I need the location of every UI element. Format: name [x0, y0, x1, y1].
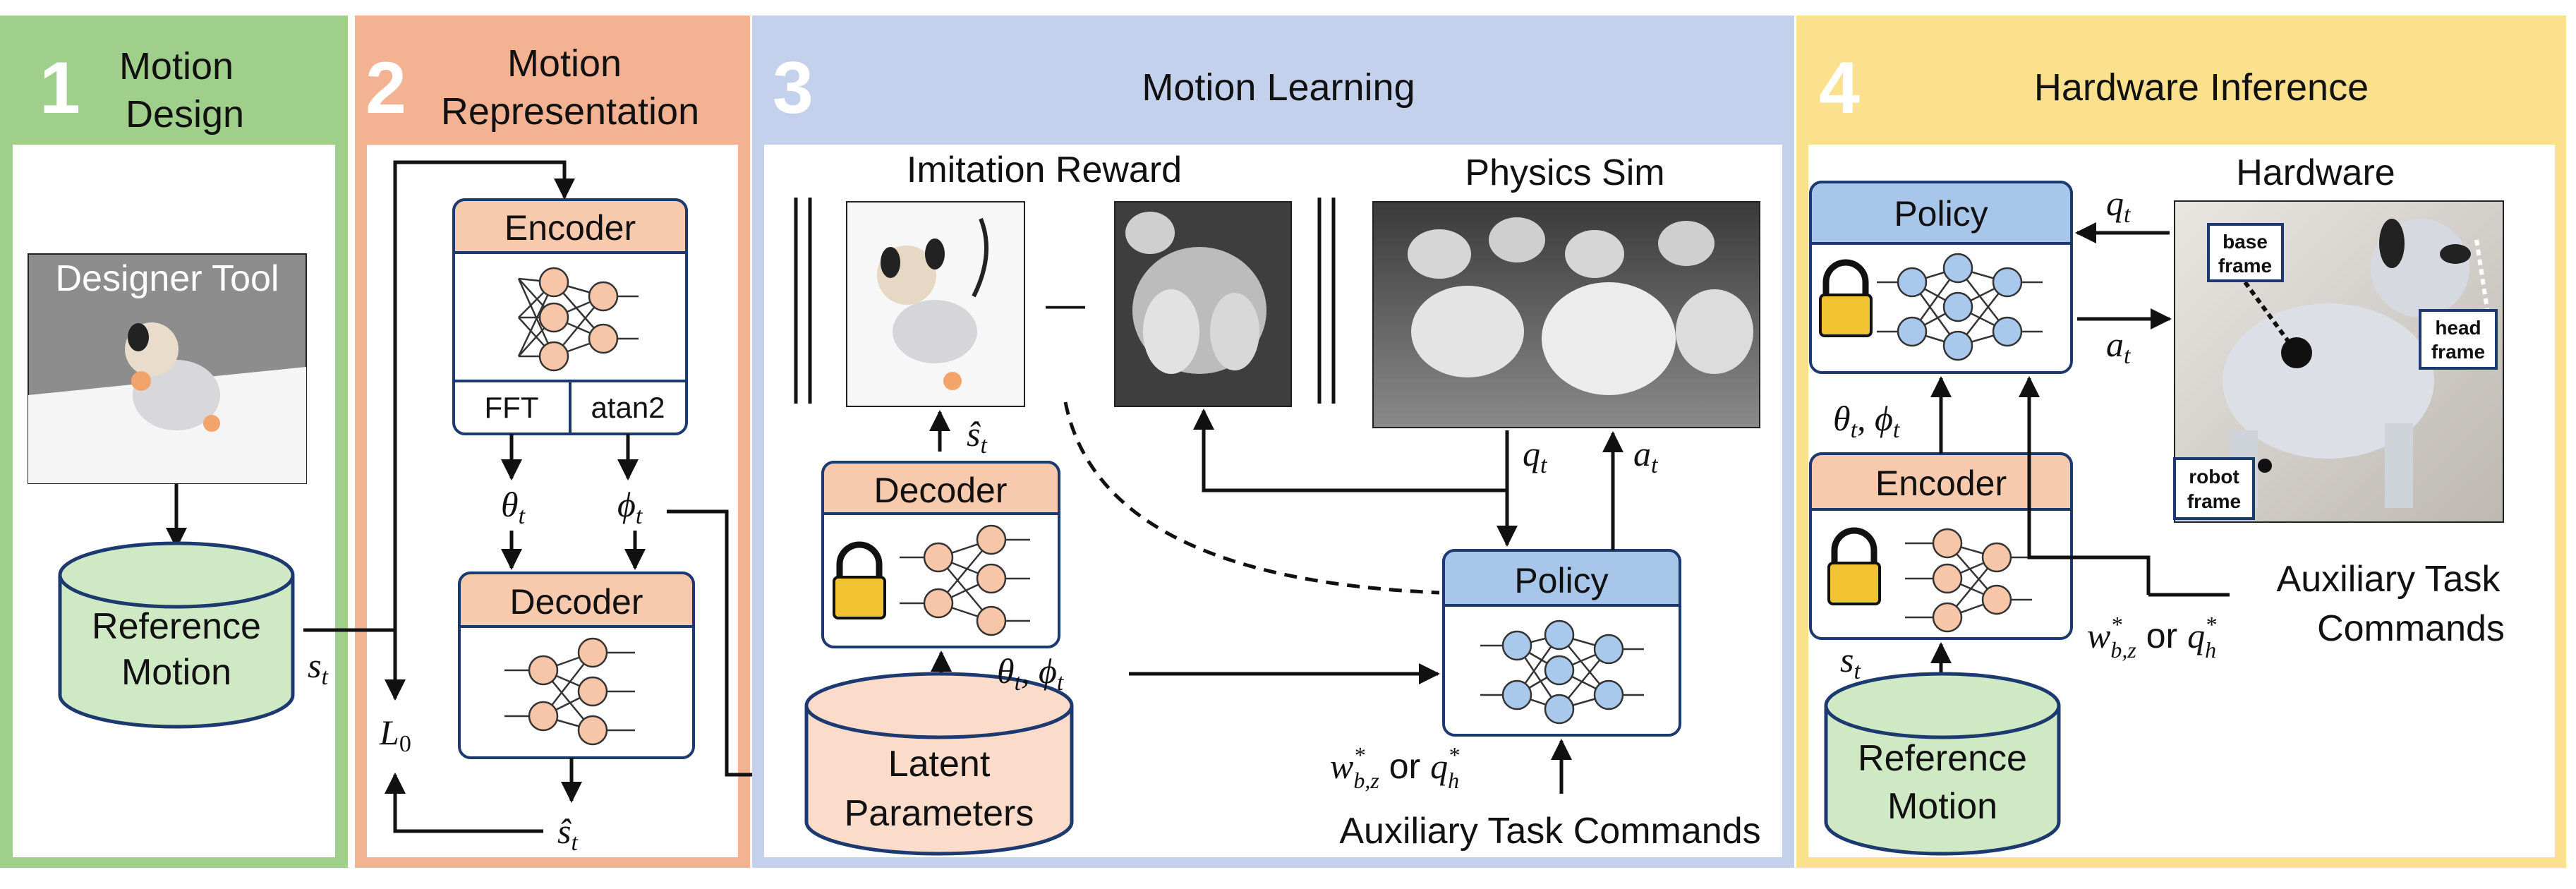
- encoder-network-icon-p4: [1905, 528, 2032, 633]
- panel-number-4: 4: [1819, 47, 1860, 129]
- designer-tool-label: Designer Tool: [55, 258, 279, 299]
- hardware-label: Hardware: [2236, 152, 2395, 193]
- reference-motion-database: Reference Motion: [58, 541, 295, 729]
- panel-number-1: 1: [40, 47, 80, 129]
- head-frame-tag: head frame: [2419, 309, 2498, 370]
- theta-phi-label-p4: θt, ϕt: [1833, 399, 1901, 443]
- latent-parameters-database: Latent Parameters: [804, 672, 1074, 856]
- q-t-label-p4: qt: [2106, 183, 2131, 228]
- svg-text:base: base: [2223, 231, 2268, 253]
- theta-phi-label-p3: θt, ϕt: [997, 651, 1065, 696]
- fft-label: FFT: [485, 391, 539, 424]
- aux-commands-p4-line1: Auxiliary Task: [2277, 559, 2501, 600]
- a-t-label-p3: at: [1633, 434, 1659, 478]
- decoder-block-panel2: Decoder: [458, 572, 695, 759]
- hardware-robot-image: base frame head frame robot frame: [2173, 200, 2504, 523]
- panel-motion-representation: 2 Motion Representation Encoder FFT atan…: [303, 16, 805, 868]
- panel-number-3: 3: [773, 47, 814, 129]
- reference-motion-label-1: Reference: [92, 606, 261, 647]
- panel-title-4: Hardware Inference: [2034, 66, 2369, 109]
- phi-t-label: ϕt: [617, 485, 643, 529]
- policy-network-icon-p4: [1877, 253, 2043, 361]
- reference-render-image: [846, 201, 1025, 407]
- decoder-label-p3: Decoder: [874, 471, 1008, 510]
- svg-text:frame: frame: [2218, 255, 2272, 277]
- encoder-network-icon: [517, 267, 639, 372]
- aux-commands-p4-line2: Commands: [2317, 608, 2505, 649]
- sim-render-image: [1114, 201, 1292, 407]
- theta-t-label: θt: [501, 485, 526, 529]
- panel-motion-design: 1 Motion Design Designer Tool Reference …: [0, 16, 348, 868]
- latent-label-1: Latent: [888, 744, 991, 785]
- panel-title-1b: Design: [126, 93, 244, 135]
- svg-text:robot: robot: [2189, 466, 2239, 488]
- svg-text:head: head: [2435, 317, 2481, 339]
- command-symbols-p4: w*b,z or q*h: [2087, 612, 2216, 663]
- physics-sim-image: [1372, 201, 1760, 428]
- decoder-network-icon-p2: [504, 637, 635, 746]
- panel-number-2: 2: [365, 47, 406, 129]
- command-symbols-p3: w*b,z or q*h: [1330, 742, 1459, 793]
- panel-hardware-inference: 4 Hardware Inference Hardware Policy: [1796, 16, 2566, 868]
- minus-label: —: [1046, 282, 1085, 326]
- s-t-label: st: [308, 646, 329, 690]
- base-frame-tag: base frame: [2207, 223, 2284, 282]
- lock-icon-p4-encoder: [1827, 527, 1881, 605]
- policy-label-p4: Policy: [1894, 194, 1988, 234]
- s-hat-t-label-p3: ŝt: [967, 414, 988, 459]
- designer-tool-image: Designer Tool: [28, 253, 307, 484]
- svg-text:frame: frame: [2187, 490, 2241, 512]
- a-t-label-p4: at: [2106, 325, 2131, 369]
- encoder-block-panel4: Encoder: [1809, 452, 2073, 640]
- panel-title-2b: Representation: [441, 90, 699, 133]
- panel-title-1a: Motion: [119, 45, 234, 87]
- panel-title-2a: Motion: [507, 42, 622, 85]
- decoder-label-p2: Decoder: [510, 582, 643, 622]
- robot-frame-tag: robot frame: [2173, 457, 2255, 520]
- policy-label-p3: Policy: [1514, 561, 1608, 600]
- panel-title-3: Motion Learning: [1142, 66, 1415, 109]
- reference-motion-label-2: Motion: [121, 652, 231, 693]
- reference-motion-database-p4: Reference Motion: [1824, 672, 2061, 856]
- atan2-label: atan2: [591, 391, 665, 424]
- encoder-label: Encoder: [504, 208, 636, 248]
- norm-bars-right: [1317, 198, 1336, 404]
- decoder-block-panel3: Decoder: [821, 461, 1060, 648]
- encoder-label-p4: Encoder: [1875, 464, 2007, 503]
- imitation-reward-label: Imitation Reward: [907, 150, 1182, 190]
- policy-block-panel3: Policy: [1442, 549, 1681, 737]
- latent-label-2: Parameters: [845, 793, 1034, 834]
- aux-commands-label-p3: Auxiliary Task Commands: [1339, 811, 1760, 852]
- svg-text:frame: frame: [2431, 341, 2485, 363]
- reference-motion-p4-2: Motion: [1887, 786, 1997, 827]
- policy-network-icon-p3: [1480, 619, 1644, 725]
- lock-icon-p3: [833, 541, 886, 619]
- panel-motion-learning: 3 Motion Learning Imitation Reward Physi…: [752, 16, 1794, 868]
- lock-icon-p4: [1819, 259, 1873, 337]
- s-hat-t-label-p2: ŝt: [557, 811, 579, 856]
- physics-sim-label: Physics Sim: [1465, 152, 1664, 193]
- s-t-label-p4: st: [1840, 640, 1861, 684]
- policy-block-panel4: Policy: [1809, 181, 2073, 374]
- encoder-block: Encoder FFT atan2: [452, 198, 688, 435]
- reference-motion-p4-1: Reference: [1858, 738, 2027, 779]
- norm-bars-left: [794, 198, 812, 404]
- l0-label: L0: [379, 713, 411, 757]
- decoder-network-icon-p3: [900, 524, 1030, 636]
- q-t-label-p3: qt: [1523, 434, 1548, 478]
